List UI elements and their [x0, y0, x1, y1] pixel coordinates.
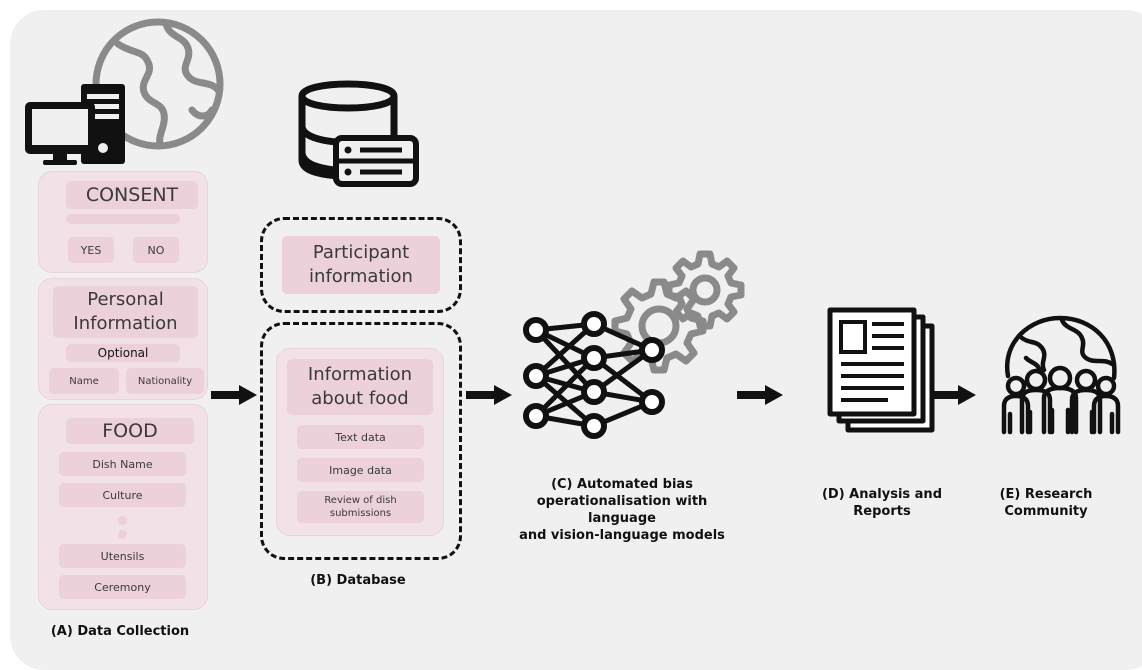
review-item-line1: Review of dish	[324, 495, 397, 506]
arrow-right-icon	[211, 385, 257, 405]
neural-network-icon	[523, 311, 665, 439]
gear-icon	[611, 250, 745, 374]
diagram-canvas: CONSENT YES NO Personal Information Opti…	[10, 10, 1142, 670]
culture-field[interactable]: Culture	[59, 483, 186, 507]
community-caption-line2: Community	[1004, 504, 1088, 519]
arrow-right-icon	[930, 385, 976, 405]
text-data-item: Text data	[297, 425, 424, 449]
data-collection-caption: (A) Data Collection	[50, 624, 190, 639]
personal-information-title-line1: Personal	[87, 289, 164, 310]
participant-info-box	[260, 217, 462, 313]
food-info-title-line2: about food	[311, 388, 409, 409]
analysis-caption: (D) Analysis and Reports	[821, 487, 942, 519]
utensils-field[interactable]: Utensils	[59, 544, 186, 568]
ceremony-field[interactable]: Ceremony	[59, 575, 186, 599]
automated-caption: (C) Automated bias operationalisation wi…	[514, 476, 730, 544]
automated-caption-line1: (C) Automated bias	[551, 477, 693, 492]
food-info-title: Information about food	[287, 359, 433, 415]
food-info-box	[260, 322, 462, 560]
arrow-right-icon	[737, 385, 783, 405]
ellipsis-dot	[118, 530, 127, 539]
image-data-item: Image data	[297, 458, 424, 482]
participant-info-line1: Participant	[312, 242, 410, 263]
food-info-title-line1: Information	[307, 364, 413, 385]
food-title: FOOD	[66, 418, 194, 444]
community-globe-icon	[1001, 315, 1121, 435]
ellipsis-dot	[118, 516, 127, 525]
consent-no-button[interactable]: NO	[133, 237, 179, 263]
review-item: Review of dish submissions	[297, 491, 424, 523]
consent-text-placeholder	[66, 214, 180, 224]
automated-caption-line3: and vision-language models	[519, 528, 725, 543]
nationality-field[interactable]: Nationality	[126, 368, 204, 394]
arrow-right-icon	[466, 385, 512, 405]
consent-title: CONSENT	[66, 181, 198, 209]
review-item-line2: submissions	[329, 508, 392, 519]
report-document-icon	[827, 307, 935, 433]
dish-name-field[interactable]: Dish Name	[59, 452, 186, 476]
name-field[interactable]: Name	[49, 368, 119, 394]
community-caption: (E) Research Community	[986, 486, 1106, 520]
consent-yes-button[interactable]: YES	[68, 237, 114, 263]
computer-icon	[25, 84, 125, 165]
personal-information-title-line2: Information	[73, 313, 178, 334]
database-caption: (B) Database	[310, 573, 406, 588]
participant-info-line2: information	[309, 266, 413, 287]
database-icon	[298, 80, 419, 187]
automated-caption-line2: operationalisation with language	[536, 494, 708, 526]
community-caption-line1: (E) Research	[999, 487, 1093, 502]
participant-info-pill: Participant information	[282, 236, 440, 294]
optional-label: Optional	[66, 344, 180, 362]
personal-information-title: Personal Information	[53, 286, 198, 338]
